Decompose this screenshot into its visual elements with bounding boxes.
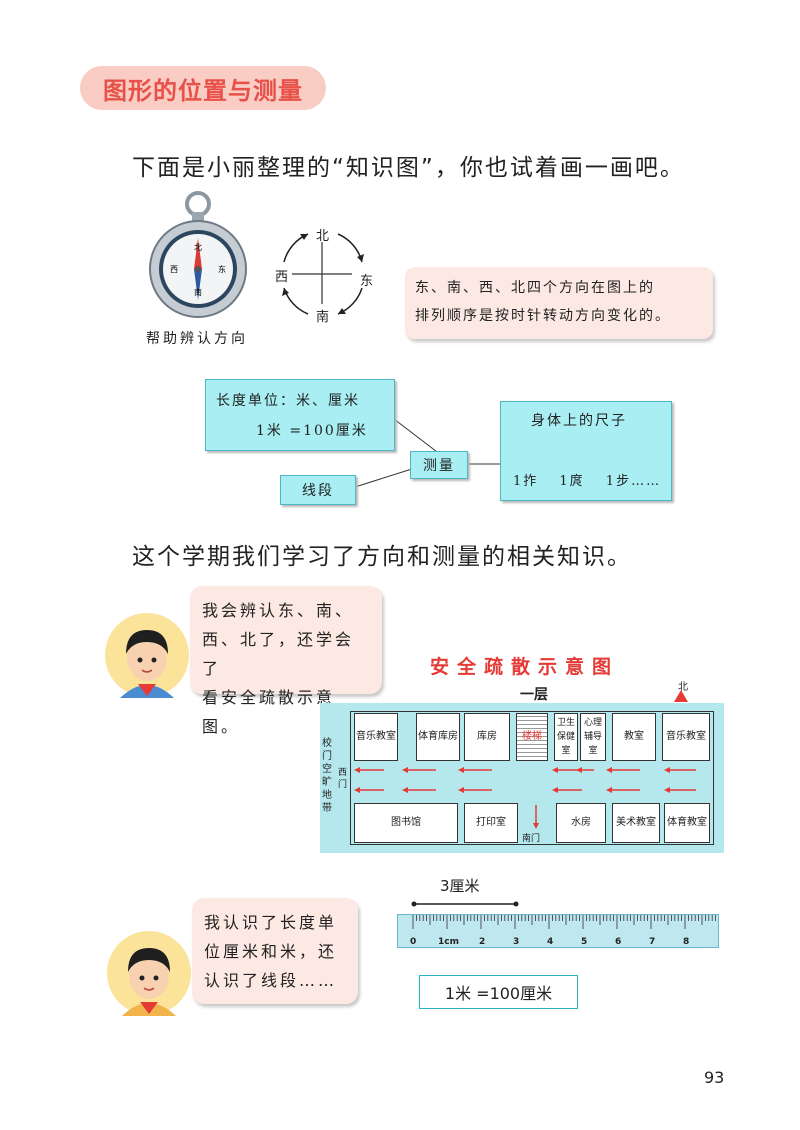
speech2-line1: 我认识了长度单 — [204, 913, 338, 932]
south-gate-label: 南门 — [522, 834, 541, 844]
ruler-ticks — [412, 915, 717, 929]
compass-south-label: 南 — [194, 287, 202, 297]
length-unit-line2: 1米 =100厘米 — [256, 423, 368, 439]
section-title: 图形的位置与测量 — [80, 66, 326, 110]
length-unit-line1: 长度单位：米、厘米 — [216, 393, 360, 409]
measure-box: 测量 — [410, 451, 468, 479]
room-classroom: 教室 — [612, 713, 656, 761]
compass-east-label: 东 — [218, 264, 226, 274]
speech1-line3: 看安全疏散示意图。 — [202, 688, 336, 736]
direction-cross-diagram — [282, 233, 364, 315]
segment-line — [411, 901, 519, 907]
segment-length-label: 3厘米 — [440, 877, 480, 895]
north-triangle-icon — [674, 690, 688, 702]
room-pe-classroom: 体育教室 — [664, 803, 710, 843]
ruler-number-0: 0 — [410, 937, 417, 947]
speech-bubble-measurement: 我认识了长度单 位厘米和米，还 认识了线段…… — [192, 898, 358, 1004]
body-ruler-box: 身体上的尺子 1拃 1庹 1步…… — [500, 401, 672, 501]
direction-note-line1: 东、南、西、北四个方向在图上的 — [415, 280, 655, 296]
ruler-number-4: 4 — [547, 937, 554, 947]
summary-text: 这个学期我们学习了方向和测量的相关知识。 — [132, 544, 632, 570]
ruler-number-7: 7 — [649, 937, 656, 947]
speech1-line1: 我会辨认东、南、 — [202, 601, 355, 620]
ruler-number-1: 1cm — [438, 937, 459, 947]
ruler-number-8: 8 — [683, 937, 690, 947]
boy-avatar — [105, 613, 189, 698]
boy-avatar-2 — [107, 931, 191, 1016]
school-gate-label: 校门空旷地带 — [322, 738, 332, 814]
room-stairs: 楼梯 — [516, 713, 548, 761]
length-unit-box: 长度单位：米、厘米 1米 =100厘米 — [205, 379, 395, 451]
intro-text: 下面是小丽整理的“知识图”，你也试着画一画吧。 — [132, 155, 685, 181]
ruler-number-6: 6 — [615, 937, 622, 947]
evac-map: 校门空旷地带 音乐教室 体育库房 库房 楼梯 卫生保健室 心理辅导室 教室 音乐… — [320, 703, 724, 853]
evac-map-title: 安全疏散示意图 — [430, 656, 620, 678]
room-counseling: 心理辅导室 — [580, 713, 606, 761]
compass-illustration: 北 南 西 东 — [149, 191, 247, 318]
room-water: 水房 — [556, 803, 606, 843]
evacuation-arrows — [354, 767, 696, 829]
room-health-clinic: 卫生保健室 — [554, 713, 578, 761]
direction-north-label: 北 — [316, 229, 330, 244]
room-pe-storage: 体育库房 — [416, 713, 460, 761]
speech-bubble-directions: 我会辨认东、南、 西、北了，还学会了 看安全疏散示意图。 — [190, 586, 382, 736]
direction-east-label: 东 — [360, 274, 374, 289]
room-library: 图书馆 — [354, 803, 458, 843]
direction-note: 东、南、西、北四个方向在图上的 排列顺序是按时针转动方向变化的。 — [405, 267, 713, 339]
room-music-classroom-1: 音乐教室 — [354, 713, 398, 761]
ruler-number-5: 5 — [581, 937, 588, 947]
ruler: 0 1cm 2 3 4 5 6 7 8 — [397, 914, 719, 948]
ruler-number-2: 2 — [479, 937, 486, 947]
room-music-classroom-2: 音乐教室 — [662, 713, 710, 761]
ruler-number-3: 3 — [513, 937, 520, 947]
evac-north-label: 北 — [678, 682, 688, 693]
page-number: 93 — [704, 1068, 725, 1087]
direction-west-label: 西 — [275, 270, 289, 285]
compass-west-label: 西 — [170, 265, 178, 274]
segment-box: 线段 — [280, 475, 356, 505]
direction-note-line2: 排列顺序是按时针转动方向变化的。 — [415, 308, 671, 324]
west-gate-label: 西门 — [338, 768, 348, 790]
body-ruler-items: 1拃 1庹 1步…… — [513, 474, 662, 489]
direction-south-label: 南 — [316, 310, 330, 325]
speech2-line3: 认识了线段…… — [204, 971, 338, 990]
room-storage: 库房 — [464, 713, 510, 761]
evac-floor-label: 一层 — [520, 687, 548, 703]
body-ruler-title: 身体上的尺子 — [531, 413, 627, 429]
speech2-line2: 位厘米和米，还 — [204, 942, 338, 961]
room-print: 打印室 — [464, 803, 518, 843]
compass-caption: 帮助辨认方向 — [146, 331, 248, 347]
meter-equation-box: 1米 =100厘米 — [419, 975, 578, 1009]
compass-north-label: 北 — [194, 243, 202, 252]
speech1-line2: 西、北了，还学会了 — [202, 630, 355, 678]
room-art-classroom: 美术教室 — [612, 803, 660, 843]
